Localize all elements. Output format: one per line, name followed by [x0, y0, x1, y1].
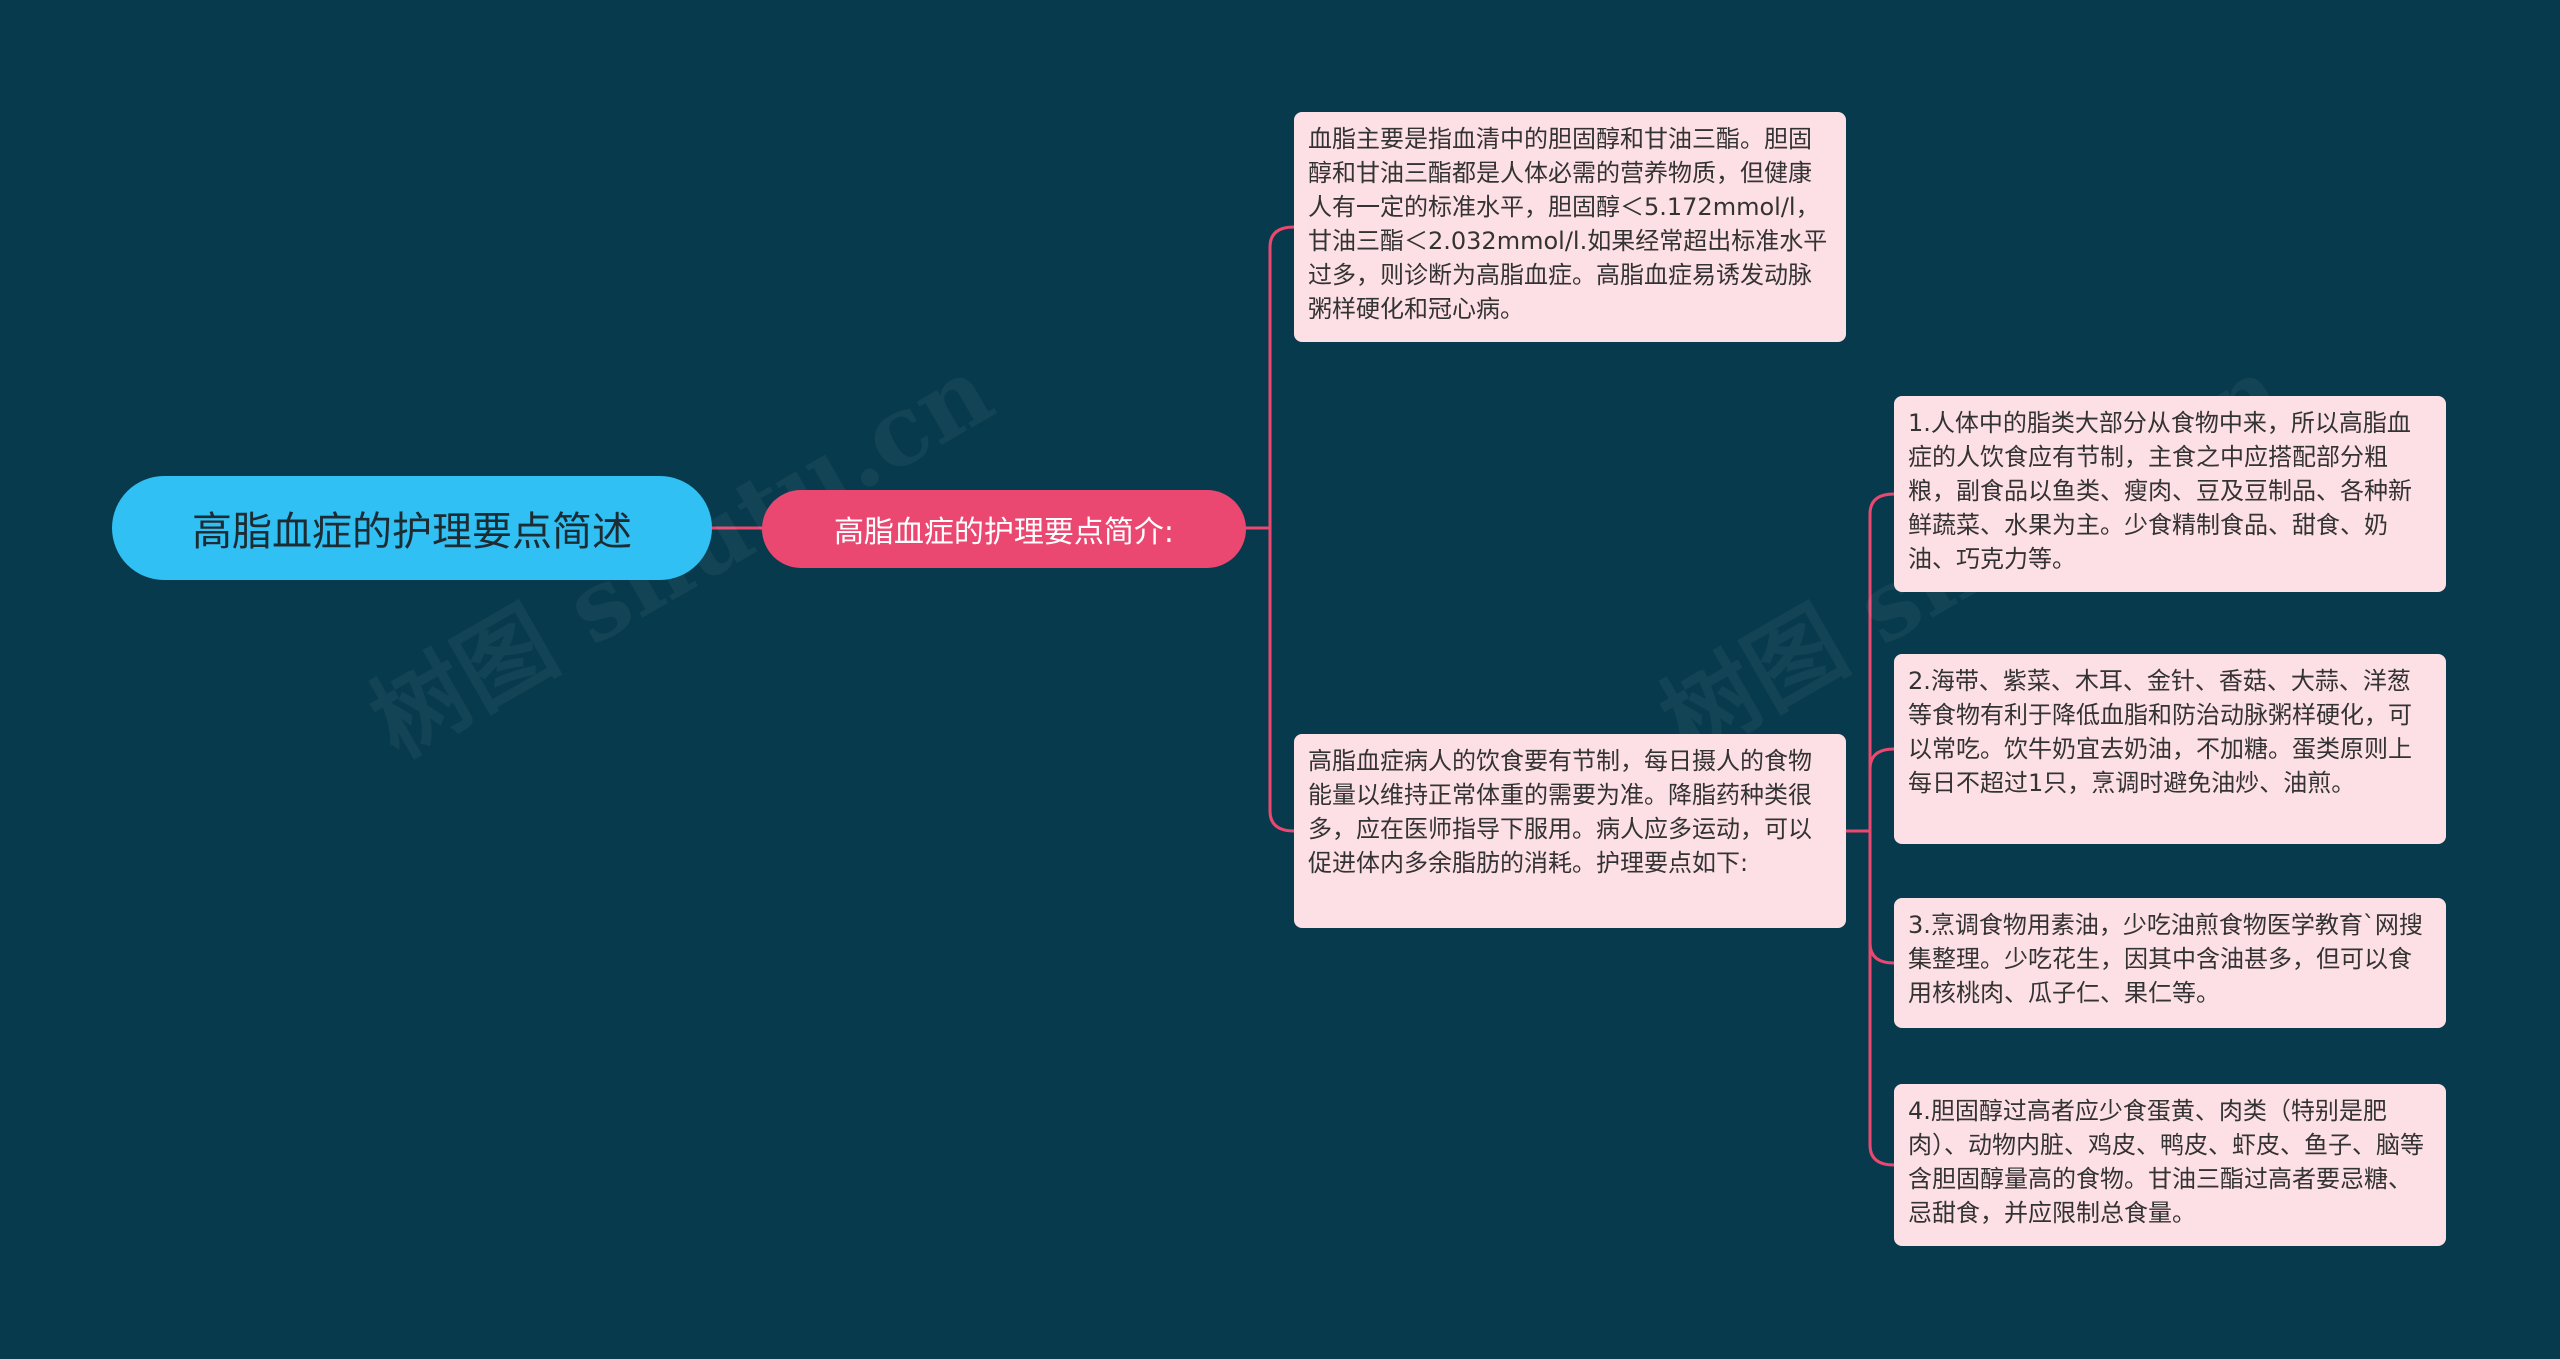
connector-branch-intro	[1244, 225, 1296, 530]
root-node-label: 高脂血症的护理要点简述	[192, 509, 632, 555]
branch-node-label: 高脂血症的护理要点简介:	[833, 515, 1175, 550]
point-node-4[interactable]: 4.胆固醇过高者应少食蛋黄、肉类（特别是肥肉）、动物内脏、鸡皮、鸭皮、虾皮、鱼子…	[1894, 1084, 2446, 1246]
leaf-node-text: 血脂主要是指血清中的胆固醇和甘油三酯。胆固醇和甘油三酯都是人体必需的营养物质，但…	[1308, 125, 1828, 323]
connector-diet-point-1	[1868, 492, 1896, 833]
root-node[interactable]: 高脂血症的护理要点简述	[112, 476, 712, 580]
connector-diet-point-3	[1868, 829, 1896, 965]
point-node-text: 2.海带、紫菜、木耳、金针、香菇、大蒜、洋葱等食物有利于降低血脂和防治动脉粥样硬…	[1908, 667, 2412, 797]
point-node-2[interactable]: 2.海带、紫菜、木耳、金针、香菇、大蒜、洋葱等食物有利于降低血脂和防治动脉粥样硬…	[1894, 654, 2446, 844]
leaf-node-intro[interactable]: 血脂主要是指血清中的胆固醇和甘油三酯。胆固醇和甘油三酯都是人体必需的营养物质，但…	[1294, 112, 1846, 342]
point-node-1[interactable]: 1.人体中的脂类大部分从食物中来，所以高脂血症的人饮食应有节制，主食之中应搭配部…	[1894, 396, 2446, 592]
leaf-node-diet[interactable]: 高脂血症病人的饮食要有节制，每日摄人的食物能量以维持正常体重的需要为准。降脂药种…	[1294, 734, 1846, 928]
point-node-text: 3.烹调食物用素油，少吃油煎食物医学教育`网搜集整理。少吃花生，因其中含油甚多，…	[1908, 911, 2423, 1007]
connector-diet-point-4	[1868, 941, 1896, 1167]
connector-diet-point-2	[1868, 747, 1896, 771]
point-node-text: 4.胆固醇过高者应少食蛋黄、肉类（特别是肥肉）、动物内脏、鸡皮、鸭皮、虾皮、鱼子…	[1908, 1097, 2424, 1227]
point-node-text: 1.人体中的脂类大部分从食物中来，所以高脂血症的人饮食应有节制，主食之中应搭配部…	[1908, 409, 2412, 573]
leaf-node-text: 高脂血症病人的饮食要有节制，每日摄人的食物能量以维持正常体重的需要为准。降脂药种…	[1308, 747, 1812, 877]
branch-node[interactable]: 高脂血症的护理要点简介:	[762, 490, 1246, 568]
point-node-3[interactable]: 3.烹调食物用素油，少吃油煎食物医学教育`网搜集整理。少吃花生，因其中含油甚多，…	[1894, 898, 2446, 1028]
connector-branch-diet	[1268, 526, 1296, 833]
